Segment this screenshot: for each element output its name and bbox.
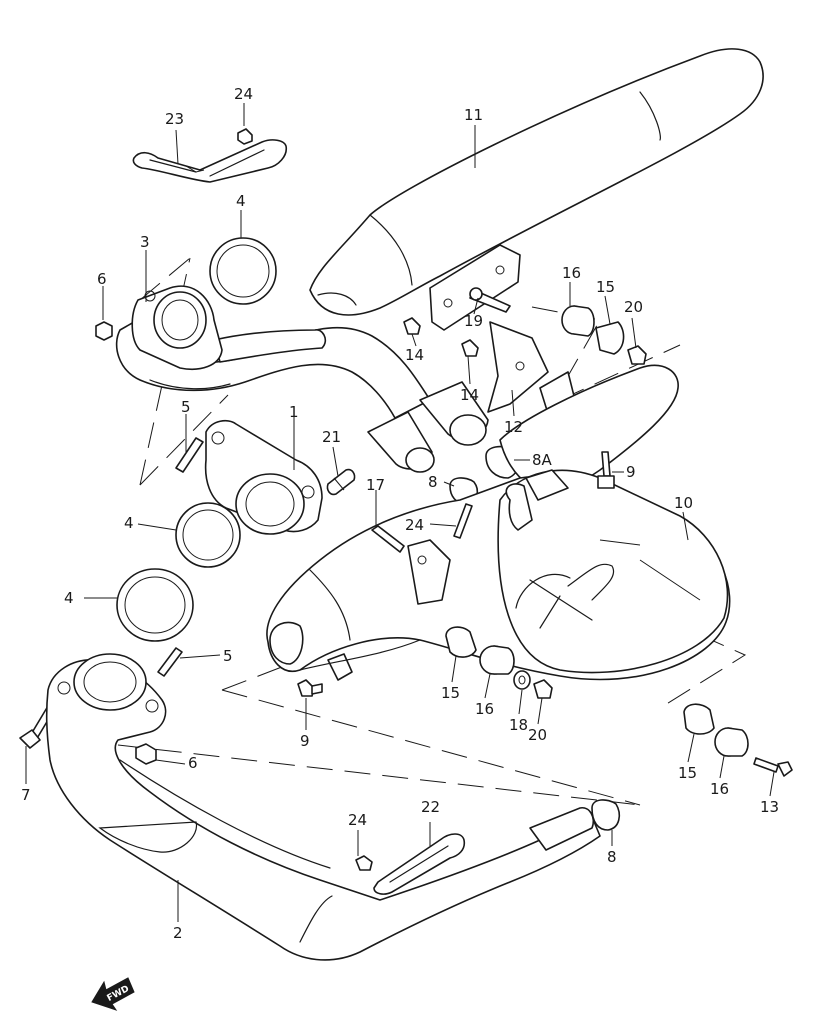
bolt-part-21 — [326, 468, 356, 496]
callout-14-b: 14 — [460, 386, 479, 404]
callout-20-upper: 20 — [624, 298, 643, 316]
callout-4-middle: 4 — [124, 514, 134, 532]
callout-9-lower: 9 — [300, 732, 310, 750]
rubber-part-16-upper — [561, 305, 595, 337]
callout-13: 13 — [760, 798, 779, 816]
callout-4-upper: 4 — [236, 192, 246, 210]
nut-part-20-upper — [627, 345, 647, 365]
bolt-part-14-a — [403, 317, 421, 335]
callout-6-upper: 6 — [97, 270, 107, 288]
callout-24-lower: 24 — [348, 811, 367, 829]
bolt-part-14-b — [461, 339, 479, 357]
bolt-part-24-lower — [355, 855, 373, 871]
rubber-part-16-lower — [714, 727, 749, 757]
nut-part-6-upper — [95, 321, 113, 341]
flange-part-3 — [131, 285, 223, 370]
callout-5-lower: 5 — [223, 647, 233, 665]
callout-16-lower: 16 — [710, 780, 729, 798]
collar-part-15-lower — [683, 703, 715, 735]
bolt-part-24-top — [237, 128, 253, 145]
stud-part-5-upper — [175, 437, 204, 473]
bolt-part-19 — [469, 287, 511, 313]
callout-8-upper: 8 — [428, 473, 438, 491]
callout-5-upper: 5 — [181, 398, 191, 416]
callout-15-upper: 15 — [596, 278, 615, 296]
nut-part-20-middle — [533, 679, 553, 699]
upper-muffler-part-11 — [309, 48, 764, 331]
bolt-part-24-middle — [453, 503, 473, 539]
bolt-part-13 — [753, 757, 793, 777]
callout-1: 1 — [289, 403, 299, 421]
bolt-part-9-lower — [297, 679, 323, 697]
callout-8-lower: 8 — [607, 848, 617, 866]
callout-11: 11 — [464, 106, 483, 124]
gasket-part-4-lower — [116, 568, 194, 642]
gasket-part-4-middle — [175, 502, 241, 568]
upper-header-pipe — [115, 321, 489, 473]
lower-muffler-part-10 — [266, 364, 731, 681]
callout-21: 21 — [322, 428, 341, 446]
callout-3: 3 — [140, 233, 150, 251]
callout-18: 18 — [509, 716, 528, 734]
callout-16-middle: 16 — [475, 700, 494, 718]
callout-9-upper: 9 — [626, 463, 636, 481]
flange-part-1 — [204, 419, 323, 535]
heat-shield-bracket-part-23 — [132, 139, 288, 183]
bracket-part-22 — [373, 833, 466, 895]
callout-16-upper: 16 — [562, 264, 581, 282]
callout-2: 2 — [173, 924, 183, 942]
callout-7: 7 — [21, 786, 31, 804]
nut-part-6-lower — [135, 743, 157, 765]
callout-17: 17 — [366, 476, 385, 494]
bolt-part-9-upper — [597, 451, 615, 489]
rubber-part-16-middle — [479, 645, 515, 675]
callout-14-a: 14 — [405, 346, 424, 364]
callout-24-middle: 24 — [405, 516, 424, 534]
callout-19: 19 — [464, 312, 483, 330]
stud-part-5-lower — [157, 647, 183, 677]
washer-part-18 — [513, 670, 531, 690]
collar-part-15-upper — [595, 321, 625, 355]
callout-20-middle: 20 — [528, 726, 547, 744]
callout-8A: 8A — [532, 451, 553, 469]
callout-4-lower: 4 — [64, 589, 74, 607]
callout-6-lower: 6 — [188, 754, 198, 772]
exhaust-pipe-part-2 — [45, 653, 601, 961]
callout-15-middle: 15 — [441, 684, 460, 702]
callout-15-lower: 15 — [678, 764, 697, 782]
callout-12: 12 — [504, 418, 523, 436]
callout-22: 22 — [421, 798, 440, 816]
collar-part-15-middle — [445, 626, 477, 658]
callout-numbers: 1 2 3 4 4 4 5 5 6 6 7 8 8 8A 9 9 10 11 1… — [21, 85, 779, 942]
callout-10: 10 — [674, 494, 693, 512]
gasket-part-4-upper — [209, 237, 277, 305]
callout-leader-lines — [25, 103, 775, 922]
callout-23: 23 — [165, 110, 184, 128]
forward-arrow-icon: FWD — [91, 977, 135, 1011]
sleeve-part-8-lower — [591, 799, 621, 831]
callout-24-top: 24 — [234, 85, 253, 103]
